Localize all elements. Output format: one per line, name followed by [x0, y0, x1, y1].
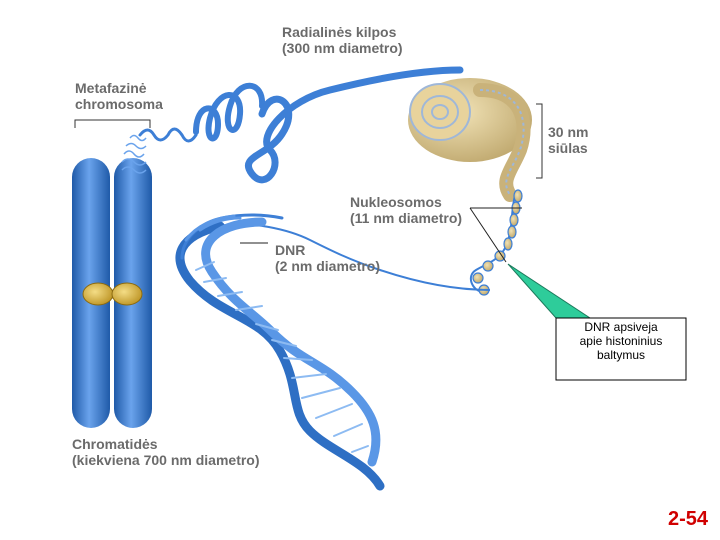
- callout-text: DNR apsiveja apie histoninius baltymus: [558, 320, 684, 362]
- callout-box: [555, 317, 687, 381]
- callout-pointer: [507, 263, 592, 319]
- leader-lines: [240, 207, 522, 263]
- label-metaphase-chromosome-line1: Metafazinė: [75, 80, 147, 96]
- label-metaphase-chromosome: Metafazinė chromosoma: [75, 80, 163, 112]
- label-dna-line1: DNR: [275, 242, 306, 258]
- nucleosome-string: [469, 189, 523, 296]
- dna-linker: [219, 223, 491, 291]
- fiber-30nm: [408, 78, 532, 202]
- label-nucleosomes-line1: Nukleosomos: [350, 194, 442, 210]
- label-radial-loops-line1: Radialinės kilpos: [282, 24, 397, 40]
- label-chromatids: Chromatidės (kiekviena 700 nm diametro): [72, 436, 260, 468]
- label-nucleosomes-line2: (11 nm diametro): [350, 210, 463, 226]
- label-30nm-fiber-line2: siūlas: [548, 140, 588, 156]
- label-radial-loops-line2: (300 nm diametro): [282, 40, 403, 56]
- chromosome-bracket: [74, 119, 151, 128]
- label-dna-line2: (2 nm diametro): [275, 258, 381, 274]
- label-30nm-fiber-line1: 30 nm: [548, 124, 589, 140]
- label-dna: DNR (2 nm diametro): [275, 242, 380, 274]
- label-nucleosomes: Nukleosomos (11 nm diametro): [350, 194, 462, 226]
- label-30nm-fiber: 30 nm siūlas: [548, 124, 588, 156]
- callout-line2: apie histoninius: [579, 334, 663, 348]
- centromere-left: [82, 282, 114, 306]
- fiber-30nm-bracket: [536, 103, 543, 179]
- slide-number: 2-54: [667, 508, 708, 530]
- callout-line3: baltymus: [596, 348, 646, 362]
- radial-loops: [138, 66, 464, 184]
- dna-helix: [175, 213, 385, 491]
- label-chromatids-line1: Chromatidės: [72, 436, 158, 452]
- label-radial-loops: Radialinės kilpos (300 nm diametro): [282, 24, 403, 56]
- label-metaphase-chromosome-line2: chromosoma: [75, 96, 163, 112]
- centromere-right: [111, 282, 143, 306]
- chromosome: [72, 134, 152, 428]
- label-chromatids-line2: (kiekviena 700 nm diametro): [72, 452, 260, 468]
- chromatid-top-coils: [121, 134, 147, 174]
- callout-line1: DNR apsiveja: [584, 320, 658, 334]
